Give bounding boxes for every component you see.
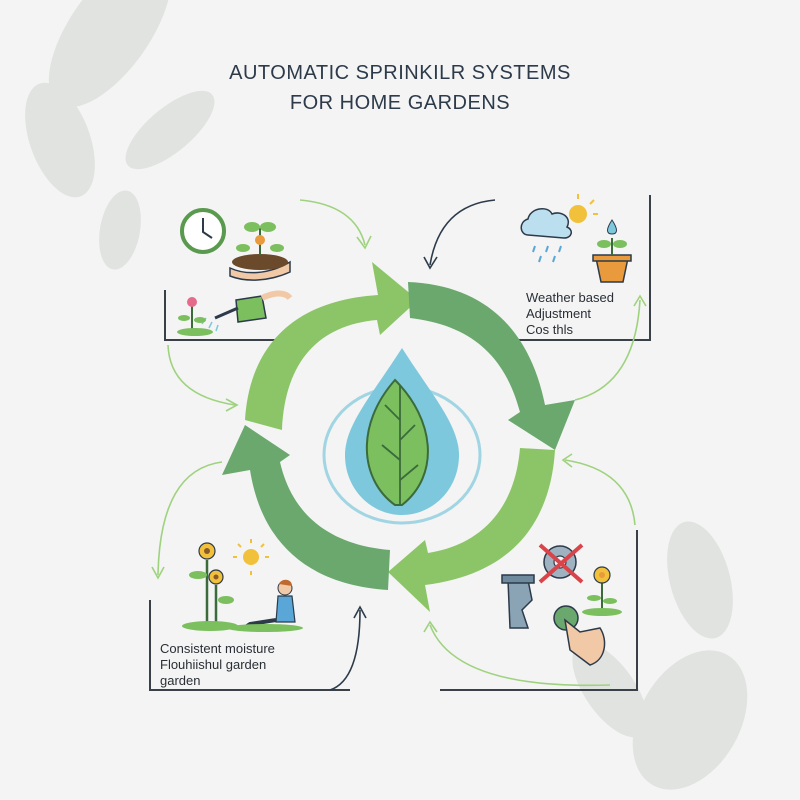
cycle-arrow-top-left — [245, 262, 418, 430]
sunflowers-icon — [182, 542, 238, 631]
crossed-out-gear-icon — [538, 543, 584, 584]
weather-label-line-1: Weather based — [526, 290, 614, 305]
moisture-label-line-1: Consistent moisture — [160, 641, 275, 656]
title-line-2: FOR HOME GARDENS — [289, 92, 511, 114]
seedling-hand-icon — [229, 222, 291, 281]
pointing-hand-icon — [553, 605, 606, 666]
cycle-arrows — [222, 262, 575, 612]
broken-pipe-icon — [501, 574, 535, 629]
relaxing-person-icon — [227, 579, 303, 632]
flower-icon — [582, 566, 622, 616]
title-line-1: AUTOMATIC SPRINKILR SYSTEMS — [229, 62, 571, 84]
panel-frames — [149, 195, 651, 691]
moisture-label-line-3: garden — [160, 673, 201, 688]
cycle-arrow-top-right — [408, 282, 575, 450]
watering-can-icon — [201, 290, 293, 332]
flower-sprout-icon — [177, 297, 213, 336]
cycle-arrow-bottom-left — [222, 425, 390, 590]
weather-label-line-2: Adjustment — [526, 306, 592, 321]
moisture-label-line-2: Flouhiishul garden — [160, 657, 267, 672]
potted-plant-drop-icon — [592, 219, 632, 283]
weather-adjustment-label: Weather based Adjustment Cos thls — [526, 290, 614, 338]
cycle-arrow-bottom-right — [388, 448, 555, 612]
water-drop-leaf-icon — [322, 348, 482, 525]
sun-icon — [233, 539, 269, 575]
diagram-title: AUTOMATIC SPRINKILR SYSTEMS FOR HOME GAR… — [0, 58, 800, 118]
clock-icon — [180, 208, 226, 254]
background-leaves-icon — [25, 0, 748, 790]
cloud-rain-sun-icon — [520, 194, 598, 263]
connector-arrows — [151, 199, 647, 691]
weather-label-line-3: Cos thls — [526, 322, 573, 337]
moisture-garden-label: Consistent moisture Flouhiishul garden g… — [160, 641, 275, 689]
